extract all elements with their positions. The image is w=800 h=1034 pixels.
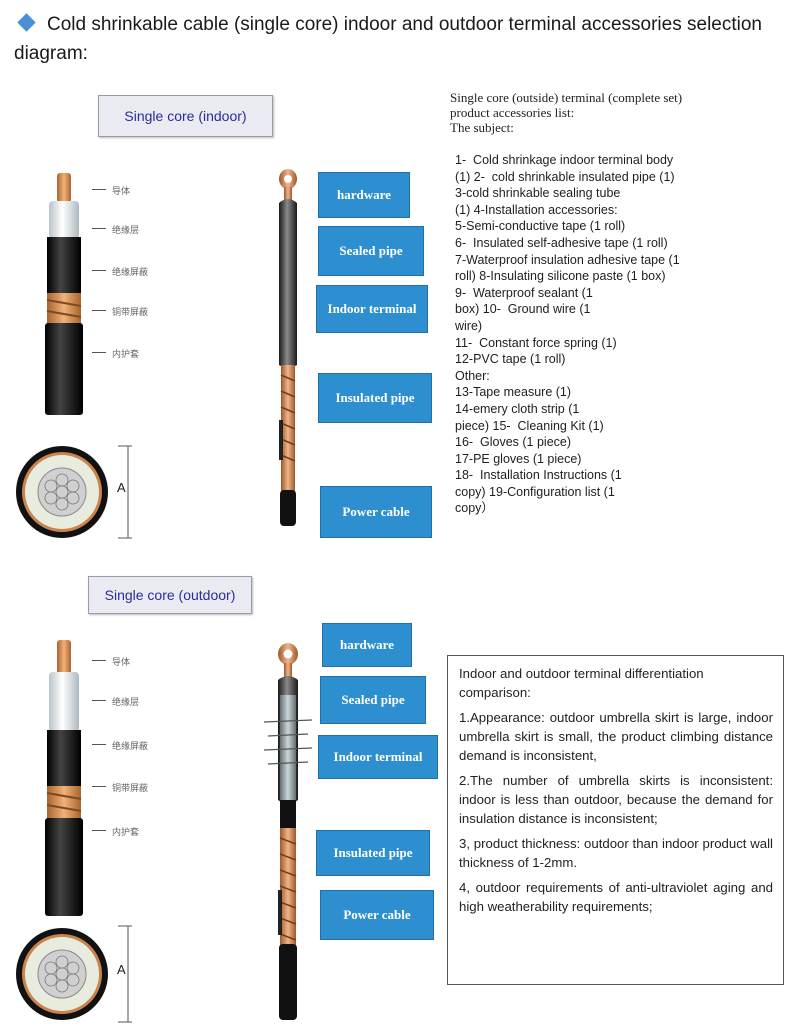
accessories-heading-line-1: Single core (outside) terminal (complete… (450, 90, 683, 105)
list-item: roll) 8-Insulating silicone paste (1 box… (455, 269, 666, 284)
list-item: 7-Waterproof insulation adhesive tape (1 (455, 252, 680, 267)
outdoor-callout-indoor-terminal: Indoor terminal (318, 735, 438, 779)
outdoor-layer-insulation-shield: 绝缘屏蔽 (112, 741, 149, 751)
list-item: (1) 2- cold shrinkable insulated pipe (1… (455, 169, 675, 184)
indoor-callout-hardware: hardware (318, 172, 410, 218)
list-item: 13-Tape measure (1) (455, 385, 572, 400)
outdoor-layer-inner-sheath: 内护套 (112, 827, 140, 837)
comparison-heading: Indoor and outdoor terminal differentiat… (459, 666, 704, 700)
accessories-list: 1- Cold shrinkage indoor terminal body (… (455, 152, 785, 517)
list-item: Other: (455, 368, 490, 383)
list-item: 16- Gloves (1 piece) (455, 435, 572, 450)
indoor-layer-insulation-shield: 绝缘屏蔽 (112, 267, 149, 277)
outdoor-cable-illustration (45, 640, 83, 916)
list-item: 11- Constant force spring (1) (455, 335, 617, 350)
indoor-cable-illustration (45, 173, 83, 415)
indoor-layer-inner-sheath: 内护套 (112, 349, 140, 359)
accessories-heading-line-3: The subject: (450, 120, 514, 135)
list-item: 9- Waterproof sealant (1 (455, 285, 593, 300)
comparison-point-2: 2.The number of umbrella skirts is incon… (459, 773, 773, 826)
list-item: copy) 19-Configuration list (1 (455, 484, 615, 499)
accessories-heading: Single core (outside) terminal (complete… (450, 90, 780, 135)
list-item: 6- Insulated self-adhesive tape (1 roll) (455, 235, 668, 250)
title-text: Cold shrinkable cable (single core) indo… (14, 14, 762, 64)
outdoor-terminal-illustration (263, 643, 313, 1020)
outdoor-layer-copper-shield: 铜带屏蔽 (112, 783, 149, 793)
list-item: 17-PE gloves (1 piece) (455, 451, 582, 466)
accessories-heading-line-2: product accessories list: (450, 105, 575, 120)
diamond-bullet-icon (17, 13, 36, 32)
list-item: piece) 15- Cleaning Kit (1) (455, 418, 604, 433)
list-item: 18- Installation Instructions (1 (455, 468, 622, 483)
outdoor-cross-section (16, 925, 132, 1023)
indoor-section-label: Single core (indoor) (98, 95, 273, 137)
page-title: Cold shrinkable cable (single core) indo… (14, 10, 794, 68)
indoor-dimension-a: A (117, 480, 126, 495)
list-item: copy） (455, 501, 494, 516)
outdoor-callout-hardware: hardware (322, 623, 412, 667)
indoor-callout-power-cable: Power cable (320, 486, 432, 538)
list-item: 12-PVC tape (1 roll) (455, 352, 566, 367)
list-item: wire) (455, 318, 483, 333)
indoor-callout-insulated-pipe: Insulated pipe (318, 373, 432, 423)
outdoor-layer-conductor: 导体 (112, 657, 131, 667)
comparison-box: Indoor and outdoor terminal differentiat… (447, 655, 784, 985)
outdoor-callout-power-cable: Power cable (320, 890, 434, 940)
indoor-layer-conductor: 导体 (112, 186, 131, 196)
indoor-callout-sealed-pipe: Sealed pipe (318, 226, 424, 276)
indoor-layer-insulation: 绝缘层 (112, 225, 140, 235)
outdoor-callout-sealed-pipe: Sealed pipe (320, 676, 426, 724)
indoor-cross-section (16, 445, 132, 539)
comparison-point-4: 4, outdoor requirements of anti-ultravio… (459, 880, 773, 914)
comparison-point-1: 1.Appearance: outdoor umbrella skirt is … (459, 710, 773, 763)
list-item: 3-cold shrinkable sealing tube (455, 186, 621, 201)
indoor-layer-copper-shield: 铜带屏蔽 (112, 307, 149, 317)
outdoor-layer-insulation: 绝缘层 (112, 697, 140, 707)
list-item: 5-Semi-conductive tape (1 roll) (455, 219, 626, 234)
list-item: 1- Cold shrinkage indoor terminal body (455, 153, 674, 167)
comparison-point-3: 3, product thickness: outdoor than indoo… (459, 836, 773, 870)
list-item: (1) 4-Installation accessories: (455, 202, 618, 217)
list-item: box) 10- Ground wire (1 (455, 302, 591, 317)
outdoor-callout-insulated-pipe: Insulated pipe (316, 830, 430, 876)
list-item: 14-emery cloth strip (1 (455, 401, 580, 416)
indoor-terminal-illustration (279, 169, 297, 526)
outdoor-section-label: Single core (outdoor) (88, 576, 252, 614)
outdoor-dimension-a: A (117, 962, 126, 977)
indoor-callout-indoor-terminal: Indoor terminal (316, 285, 428, 333)
